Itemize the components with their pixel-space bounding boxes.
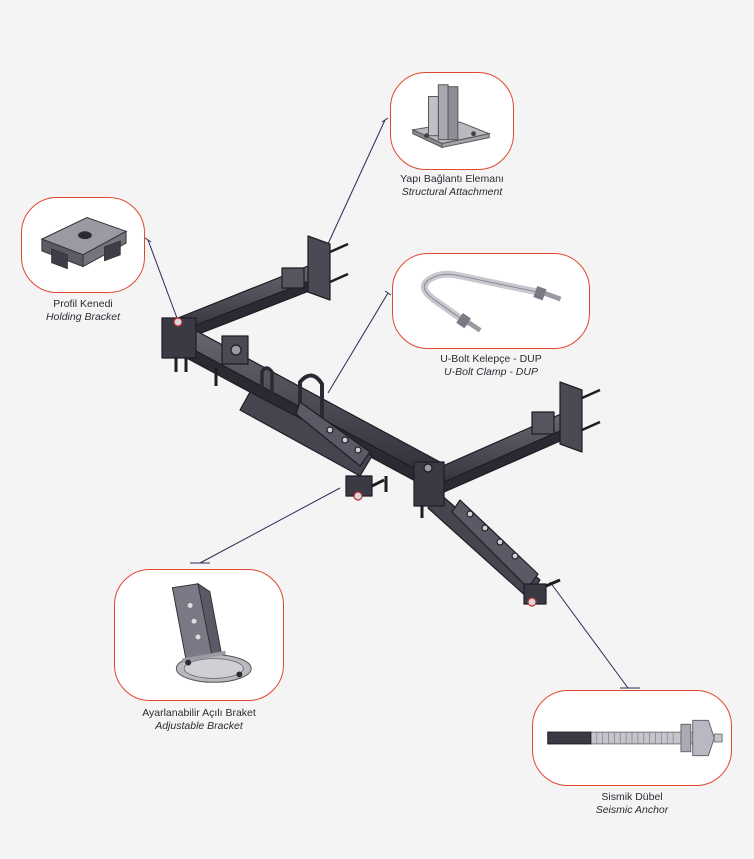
- adjustable-bracket-label-tr: Ayarlanabilir Açılı Braket: [142, 707, 256, 719]
- callout-structural-attachment: [390, 72, 514, 170]
- leader-u-bolt-tick: [384, 290, 392, 296]
- leader-holding-bracket: [147, 239, 178, 319]
- callout-u-bolt-clamp: [392, 253, 590, 349]
- leader-structural-attachment-tick: [381, 117, 389, 123]
- holding-bracket-icon: [40, 217, 128, 270]
- leader-lines: [144, 117, 640, 689]
- caption-adjustable-bracket: Ayarlanabilir Açılı Braket Adjustable Br…: [142, 707, 256, 733]
- u-bolt-2: [298, 373, 324, 418]
- caption-u-bolt-clamp: U-Bolt Kelepçe - DUP U-Bolt Clamp - DUP: [440, 353, 542, 379]
- seismic-anchor-label-en: Seismic Anchor: [595, 804, 669, 816]
- adjustable-bracket-label-en: Adjustable Bracket: [155, 720, 243, 732]
- holding-bracket-label-en: Holding Bracket: [45, 311, 121, 323]
- steel-frame: [161, 235, 601, 607]
- callout-holding-bracket: [21, 197, 145, 293]
- caption-seismic-anchor: Sismik Dübel Seismic Anchor: [596, 791, 669, 817]
- u-bolt-1: [260, 366, 274, 400]
- caption-holding-bracket: Profil Kenedi Holding Bracket: [46, 298, 120, 324]
- wall-plate-right: [559, 381, 583, 453]
- leader-adjustable-bracket: [199, 487, 341, 564]
- callout-adjustable-bracket: [114, 569, 284, 701]
- structural-attachment-label-en: Structural Attachment: [401, 186, 503, 198]
- wall-plate-upper: [307, 235, 331, 301]
- leader-seismic-anchor: [549, 581, 629, 689]
- seismic-anchor-label-tr: Sismik Dübel: [601, 791, 663, 803]
- holding-bracket-label-tr: Profil Kenedi: [53, 298, 113, 310]
- end-block-left: [161, 317, 197, 359]
- adjustable-bracket-icon: [171, 582, 252, 683]
- structural-attachment-icon: [411, 84, 491, 149]
- u-bolt-icon: [420, 270, 562, 333]
- leader-structural-attachment: [326, 119, 386, 247]
- caption-structural-attachment: Yapı Bağlantı Elemanı Structural Attachm…: [400, 173, 504, 199]
- u-bolt-label-tr: U-Bolt Kelepçe - DUP: [440, 353, 542, 365]
- seismic-anchor-icon: [547, 719, 723, 757]
- u-bolt-label-en: U-Bolt Clamp - DUP: [444, 366, 538, 378]
- structural-attachment-label-tr: Yapı Bağlantı Elemanı: [400, 173, 504, 185]
- leader-u-bolt: [327, 292, 389, 394]
- callout-seismic-anchor: [532, 690, 732, 786]
- leader-holding-bracket-tick: [144, 237, 152, 243]
